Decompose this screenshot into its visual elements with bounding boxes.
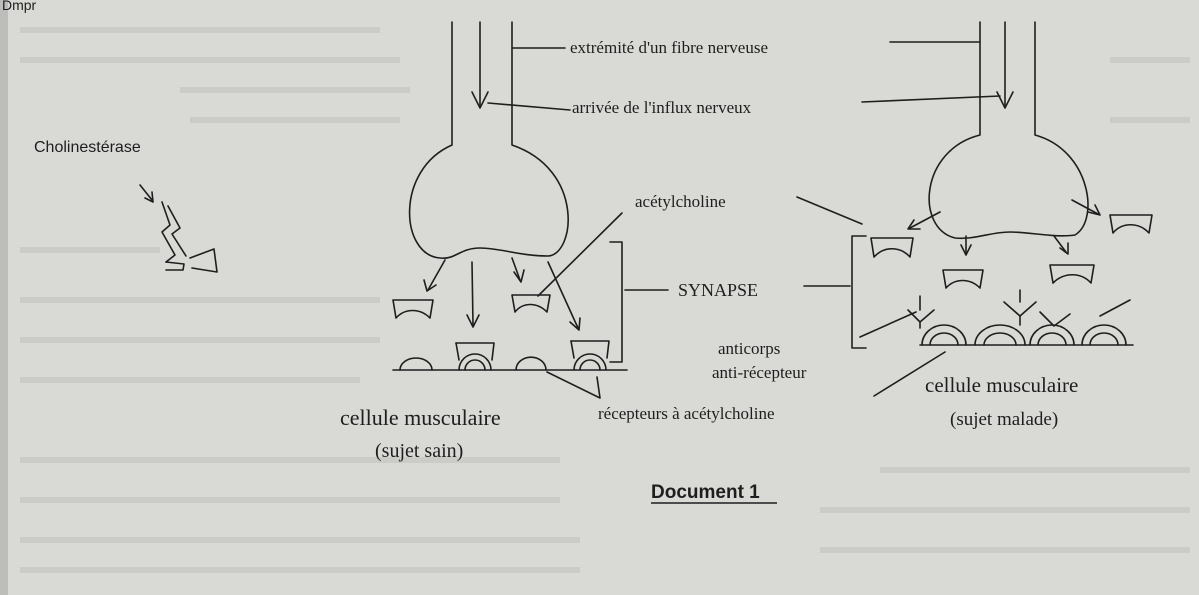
document-title: Document 1 (651, 482, 760, 503)
influx-label: arrivée de l'influx nerveux (572, 98, 752, 117)
antibody-label-line1: anticorps (718, 339, 780, 358)
muscle-sick-label-line1: cellule musculaire (925, 373, 1078, 397)
page-edge (0, 0, 8, 595)
muscle-healthy-label-line1: cellule musculaire (340, 405, 501, 430)
synapse-label: SYNAPSE (678, 280, 758, 300)
acetylcholine-label: acétylcholine (635, 192, 726, 211)
cholinesterase-label: Cholinestérase (34, 139, 141, 156)
fibre-end-label: extrémité d'un fibre nerveuse (570, 38, 768, 57)
muscle-healthy-label-line2: (sujet sain) (375, 440, 463, 462)
muscle-sick-label-line2: (sujet malade) (950, 409, 1058, 430)
corner-fragment: Dmpr (2, 0, 37, 13)
antibody-label-line2: anti-récepteur (712, 363, 807, 382)
receptors-label: récepteurs à acétylcholine (598, 404, 775, 423)
